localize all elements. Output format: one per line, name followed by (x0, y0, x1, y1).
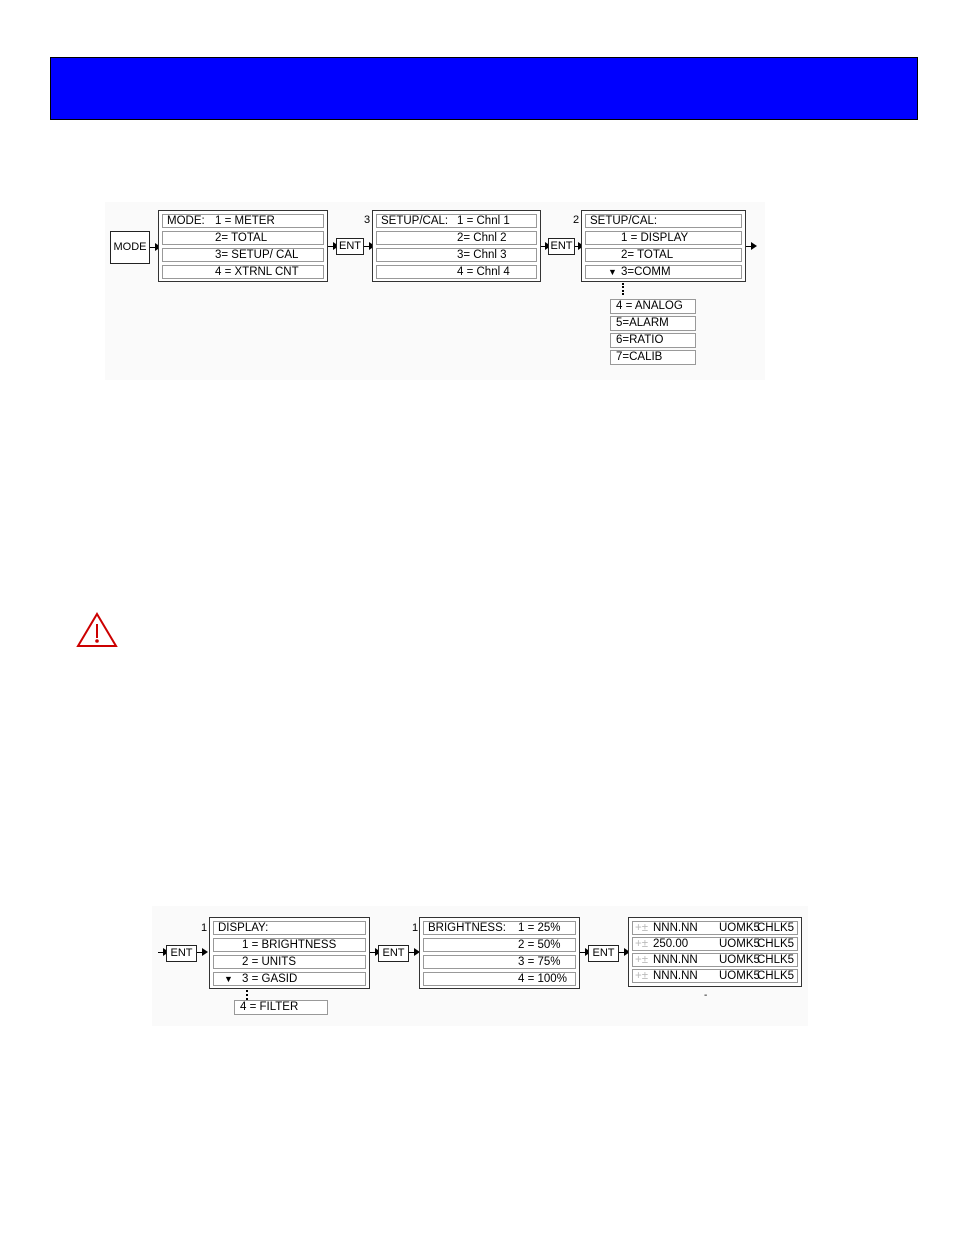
menu-row[interactable]: 4 = 100% (423, 972, 576, 986)
menu-row[interactable]: 3= SETUP/ CAL (162, 248, 324, 262)
more-menu-item[interactable]: 4 = FILTER (234, 1000, 328, 1015)
ent-button[interactable]: ENT (548, 238, 575, 255)
menu-row[interactable]: DISPLAY: (213, 921, 366, 935)
menu-row[interactable]: 2 = UNITS (213, 955, 366, 969)
menu-row[interactable]: 4 = Chnl 4 (376, 265, 537, 279)
flow-arrow (409, 948, 420, 956)
selection-number: 1 (201, 922, 208, 934)
mode-button[interactable]: MODE (110, 231, 150, 264)
flow-arrow (197, 948, 208, 956)
menu-row[interactable]: 2= Chnl 2 (376, 231, 537, 245)
flow-arrow (150, 243, 161, 251)
mode-menu: MODE:1 = METER 2= TOTAL 3= SETUP/ CAL 4 … (158, 210, 328, 282)
flow-arrow (328, 242, 339, 250)
selection-number: 2 (573, 214, 580, 226)
brightness-menu: BRIGHTNESS:1 = 25% 2 = 50% 3 = 75% 4 = 1… (419, 917, 580, 989)
menu-row[interactable]: ▼3=COMM (585, 265, 742, 279)
warning-triangle-icon (76, 612, 118, 647)
display-menu-flow-diagram: ENT 1 DISPLAY: 1 = BRIGHTNESS 2 = UNITS … (152, 906, 808, 1026)
ent-button[interactable]: ENT (378, 945, 409, 962)
selection-number: 1 (412, 922, 419, 934)
display-menu: DISPLAY: 1 = BRIGHTNESS 2 = UNITS ▼3 = G… (209, 917, 370, 989)
flow-arrow (541, 242, 551, 250)
scroll-down-icon: ▼ (608, 267, 617, 277)
menu-row[interactable]: 2 = 50% (423, 938, 576, 952)
flow-arrow (619, 948, 630, 956)
ent-button[interactable]: ENT (166, 945, 197, 962)
section-header-banner (50, 57, 918, 120)
menu-row[interactable]: SETUP/CAL:1 = Chnl 1 (376, 214, 537, 228)
menu-row[interactable]: 4 = XTRNL CNT (162, 265, 324, 279)
menu-row[interactable]: ▼3 = GASID (213, 972, 366, 986)
footnote-mark: - (704, 990, 708, 1001)
menu-row[interactable]: MODE:1 = METER (162, 214, 324, 228)
more-menu-item[interactable]: 7=CALIB (610, 350, 696, 365)
selection-number: 3 (364, 214, 371, 226)
flow-arrow (746, 242, 757, 250)
menu-row[interactable]: 1 = DISPLAY (585, 231, 742, 245)
ent-button[interactable]: ENT (588, 945, 619, 962)
menu-row[interactable]: BRIGHTNESS:1 = 25% (423, 921, 576, 935)
flow-arrow (364, 242, 375, 250)
more-menu-item[interactable]: 5=ALARM (610, 316, 696, 331)
menu-row[interactable]: 2= TOTAL (585, 248, 742, 262)
setup-cal-menu: SETUP/CAL:1 = Chnl 1 2= Chnl 2 3= Chnl 3… (372, 210, 541, 282)
continuation-dots (246, 990, 250, 1000)
flow-arrow (580, 948, 591, 956)
setup-menu-flow-diagram: MODE MODE:1 = METER 2= TOTAL 3= SETUP/ C… (105, 202, 765, 380)
flow-arrow (158, 948, 169, 956)
more-menu-item[interactable]: 6=RATIO (610, 333, 696, 348)
menu-row[interactable]: SETUP/CAL: (585, 214, 742, 228)
channel-setup-menu: SETUP/CAL: 1 = DISPLAY 2= TOTAL ▼3=COMM (581, 210, 746, 282)
menu-row[interactable]: 3= Chnl 3 (376, 248, 537, 262)
flow-arrow (370, 948, 381, 956)
more-menu-item[interactable]: 4 = ANALOG (610, 299, 696, 314)
menu-row[interactable]: 2= TOTAL (162, 231, 324, 245)
ent-button[interactable]: ENT (336, 238, 364, 255)
menu-row[interactable]: 1 = BRIGHTNESS (213, 938, 366, 952)
scroll-down-icon: ▼ (224, 974, 233, 984)
continuation-dots (622, 283, 626, 295)
menu-row[interactable]: 3 = 75% (423, 955, 576, 969)
